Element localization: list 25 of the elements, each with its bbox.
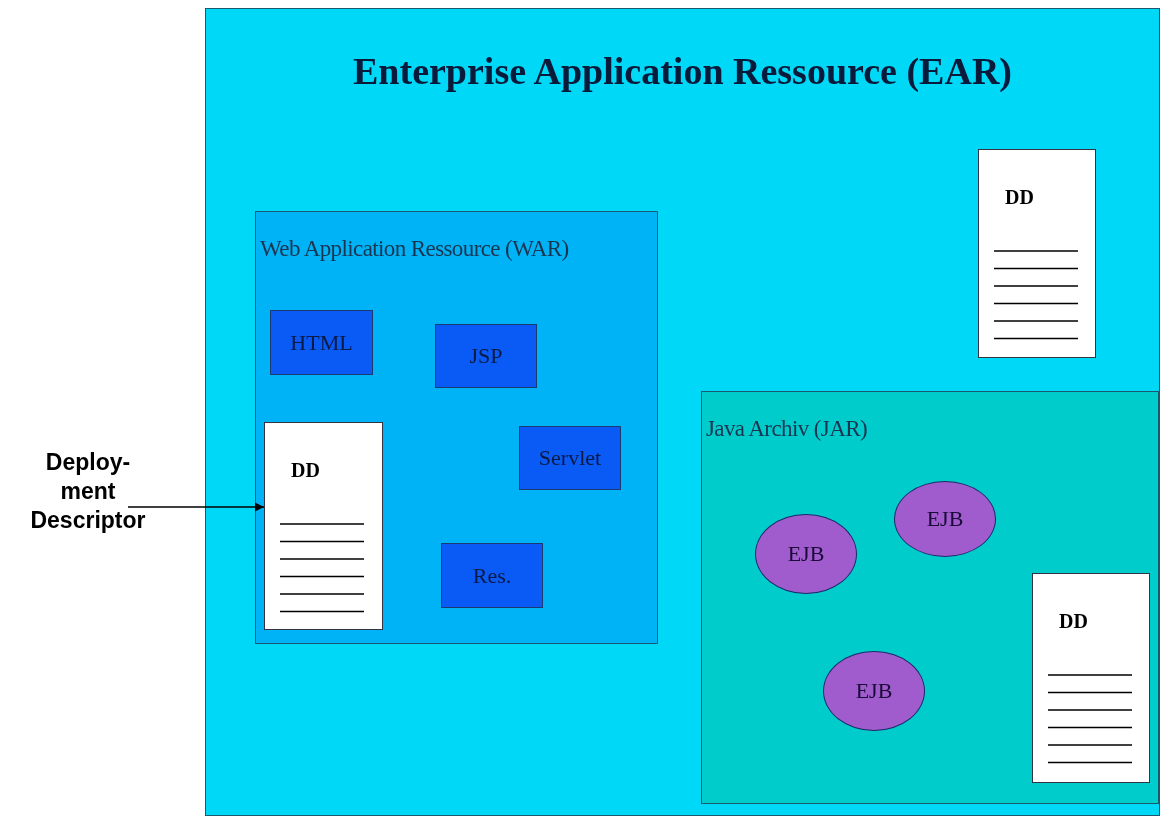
arrow	[127, 502, 265, 512]
document-page	[264, 422, 383, 630]
ejb-label: EJB	[925, 506, 965, 532]
war-container	[255, 211, 658, 644]
ejb-label: EJB	[786, 541, 826, 567]
document-label: DD	[1005, 186, 1034, 209]
component-label: JSP	[468, 343, 504, 369]
component-box	[441, 543, 543, 608]
component-box	[519, 426, 621, 490]
document-label: DD	[1059, 610, 1088, 633]
component-label: Servlet	[537, 445, 603, 471]
document-page	[1032, 573, 1150, 783]
component-label: HTML	[289, 329, 354, 356]
container-title: Enterprise Application Ressource (EAR)	[352, 49, 1013, 93]
container-title: Web Application Ressource (WAR)	[260, 236, 569, 262]
component-box	[435, 324, 537, 388]
component-box	[270, 310, 373, 375]
document-label: DD	[291, 459, 320, 482]
ejb-label: EJB	[854, 678, 894, 704]
ear-container	[205, 8, 1160, 816]
container-title: Java Archiv (JAR)	[706, 416, 867, 442]
jar-container	[701, 391, 1159, 804]
document-page	[978, 149, 1096, 358]
component-label: Res.	[471, 562, 513, 589]
callout-text: Deploy- ment Descriptor	[29, 448, 147, 535]
